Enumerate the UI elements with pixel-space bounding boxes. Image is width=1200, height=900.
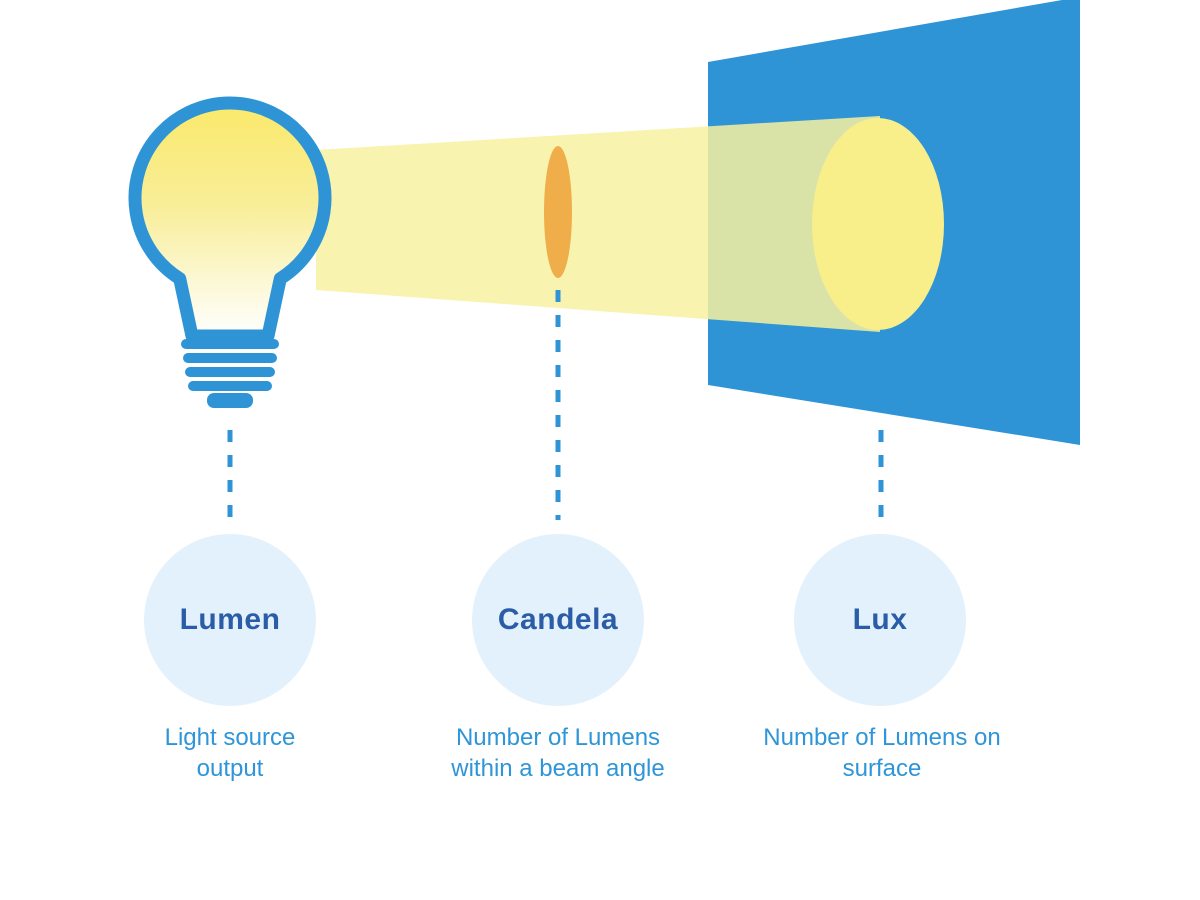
dashed-connectors	[227, 290, 884, 520]
light-beam	[316, 116, 880, 332]
bulb-base-cap	[207, 393, 253, 408]
concept-circle-lux: Lux	[794, 534, 966, 706]
concept-description-lux: Number of Lumens on surface	[763, 724, 1001, 783]
concept-circle-lumen: Lumen	[144, 534, 316, 706]
concept-description-candela: Number of Lumens within a beam angle	[451, 724, 665, 783]
lightbulb-icon	[128, 96, 332, 408]
concept-label-lumen: Lumen	[179, 603, 281, 636]
light-spot	[812, 118, 944, 330]
concept-circle-candela: Candela	[472, 534, 644, 706]
concept-description-lumen: Light source output	[164, 724, 296, 783]
concept-label-candela: Candela	[497, 603, 619, 636]
beam-cross-section	[544, 146, 572, 278]
concept-label-lux: Lux	[852, 603, 908, 636]
bulb-glass	[128, 96, 332, 343]
bulb-screw-threads	[181, 339, 279, 408]
